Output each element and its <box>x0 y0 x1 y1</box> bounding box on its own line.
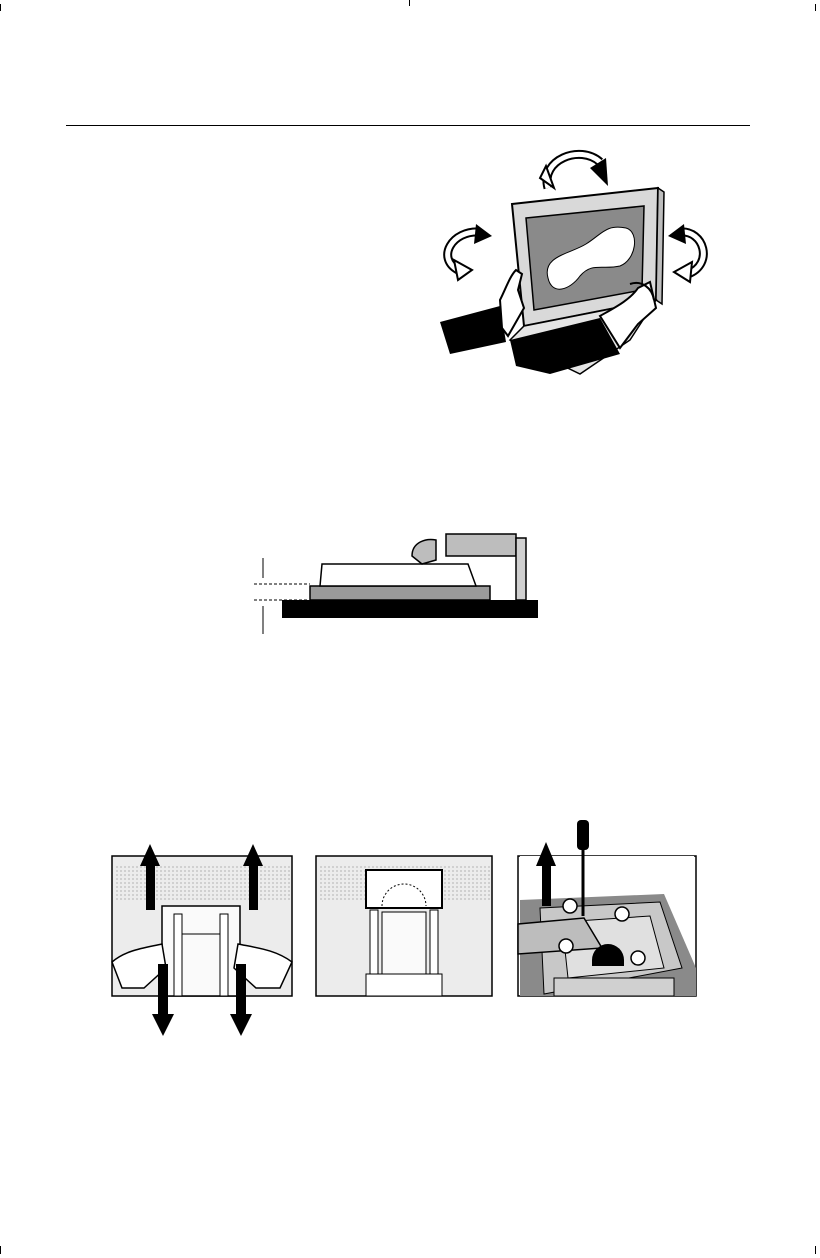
stand-removal-steps <box>104 818 704 1040</box>
rotate-left-arrow-icon <box>448 224 492 280</box>
height-dimension-icon <box>254 558 310 634</box>
rotate-right-arrow-icon <box>668 224 703 282</box>
crop-mark-bottom-left <box>0 1246 1 1254</box>
rotate-cw-arrow-icon <box>540 154 608 188</box>
stand-base <box>516 538 526 600</box>
step-panel-2 <box>316 856 492 996</box>
section-divider-rule <box>66 125 750 126</box>
stand-hinge <box>412 540 436 564</box>
crop-mark-top-far-right <box>815 4 816 11</box>
crop-mark-bottom-right <box>815 1246 816 1254</box>
crop-mark-top-left <box>0 4 1 11</box>
crop-mark-top-right <box>409 0 410 6</box>
step-panel-3 <box>518 820 696 996</box>
step-panel-1 <box>112 844 292 1036</box>
table-surface <box>282 600 538 618</box>
tilt-swivel-illustration <box>430 140 730 380</box>
monitor-face-down-side-view <box>250 528 550 636</box>
monitor-bezel-side <box>310 586 490 600</box>
monitor-back-cover <box>320 564 476 586</box>
stand-arm <box>446 534 516 556</box>
